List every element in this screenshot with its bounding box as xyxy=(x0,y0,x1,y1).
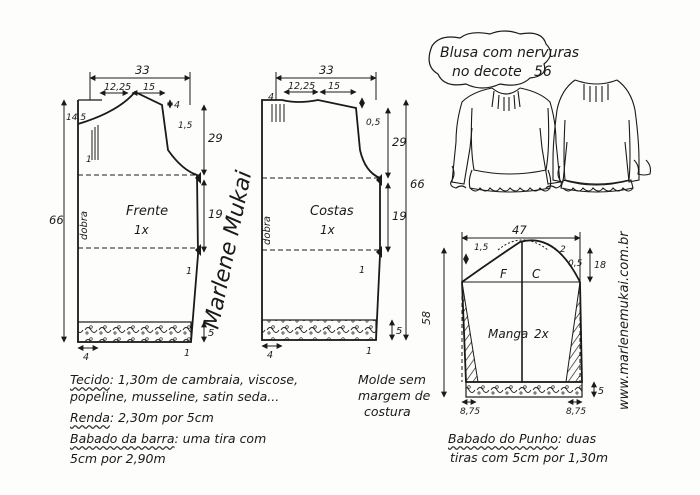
back-armhole-out-label: 0,5 xyxy=(366,118,381,128)
cuff-ruffle-note-line-1: : duas xyxy=(557,431,597,446)
front-lace-band xyxy=(77,321,192,343)
back-width-label: 33 xyxy=(319,63,334,77)
front-hem-left-label: 4 xyxy=(83,352,89,363)
front-width-label: 33 xyxy=(135,63,150,77)
sleeve-back-label: C xyxy=(532,267,541,281)
sleeve-front-label: F xyxy=(500,267,508,281)
front-fold-label: dobra xyxy=(79,211,90,240)
front-hem-mark-label: 1 xyxy=(186,266,192,277)
front-armhole-depth-label: 29 xyxy=(208,131,223,145)
sleeve-cuff-left-label: 8,75 xyxy=(460,407,480,417)
front-piece-count: 1x xyxy=(134,223,150,237)
fabric-note: Tecido: 1,30m de cambraia, viscose, xyxy=(70,372,298,387)
front-armhole-out-label: 1,5 xyxy=(178,121,193,131)
back-pattern-piece xyxy=(261,99,382,341)
back-piece-name: Costas xyxy=(310,204,354,219)
back-hem-left-label: 4 xyxy=(267,350,273,361)
sleeve-pattern-piece xyxy=(461,239,583,398)
front-piece-name: Frente xyxy=(126,204,168,219)
sleeve-cap-right-label: 2 xyxy=(560,245,566,255)
signature: Marlene Mukai xyxy=(199,169,257,332)
back-armhole-depth-label: 29 xyxy=(392,135,407,149)
back-top-drop-label: 4 xyxy=(268,92,274,103)
sleeve-cap-left-label: 1,5 xyxy=(474,243,489,253)
fabric-note-line-1: : 1,30m de cambraia, viscose, xyxy=(109,372,299,387)
cuff-ruffle-note-label: Babado do Punho xyxy=(448,431,558,446)
sleeve-length-label: 58 xyxy=(420,311,433,325)
sleeve-cap-mark-label: 0,5 xyxy=(568,259,583,269)
title-number: 56 xyxy=(534,64,552,80)
back-hem-mark-label: 1 xyxy=(359,265,365,276)
mold-note-line-1: Molde sem xyxy=(358,372,426,387)
front-outline xyxy=(77,90,199,343)
title-line-2: no decote xyxy=(452,64,522,80)
back-hem-right-label: 1 xyxy=(366,346,372,357)
hem-ruffle-note-line-2: 5cm por 2,90m xyxy=(70,451,166,466)
lace-note-label: Renda xyxy=(70,410,110,425)
front-neck-width-label: 12,25 xyxy=(104,82,131,93)
mold-note-line-3: costura xyxy=(364,404,411,419)
sleeve-width-label: 47 xyxy=(512,223,527,237)
back-fold-label: dobra xyxy=(262,216,273,245)
back-lace-band xyxy=(261,319,377,341)
lace-note: Renda: 2,30m por 5cm xyxy=(70,410,214,425)
front-length-label: 66 xyxy=(49,213,64,227)
hem-ruffle-note-line-1: : uma tira com xyxy=(174,431,267,446)
back-shoulder-width-label: 15 xyxy=(328,81,340,92)
front-hem-band-label: 5 xyxy=(208,328,214,339)
back-length-label: 66 xyxy=(410,177,425,191)
front-pattern-piece xyxy=(77,90,201,343)
back-neck-width-label: 12,25 xyxy=(288,81,315,92)
hem-ruffle-note: Babado da barra: uma tira com xyxy=(70,431,266,446)
cuff-ruffle-note: Babado do Punho: duas xyxy=(448,431,596,446)
mold-note-line-2: margem de xyxy=(358,388,431,403)
sleeve-piece-name: Manga xyxy=(488,327,528,341)
hem-ruffle-note-label: Babado da barra xyxy=(70,431,175,446)
sleeve-cap-height-label: 18 xyxy=(594,260,606,271)
sleeve-piece-count: 2x xyxy=(534,327,550,341)
blouse-illustration xyxy=(450,79,652,193)
sleeve-cuff-right-label: 8,75 xyxy=(566,407,586,417)
fabric-note-label: Tecido xyxy=(70,372,110,387)
back-hem-band-label: 5 xyxy=(396,326,402,337)
front-top-drop-label: 4 xyxy=(174,100,180,111)
front-side-upper-label: 19 xyxy=(208,207,223,221)
sleeve-cuff-band-label: 5 xyxy=(598,386,604,397)
back-side-upper-label: 19 xyxy=(392,209,407,223)
lace-note-text: : 2,30m por 5cm xyxy=(109,410,214,425)
sleeve-right-taper xyxy=(565,281,583,383)
front-shoulder-width-label: 15 xyxy=(143,82,155,93)
front-hem-right-label: 1 xyxy=(184,348,190,359)
cuff-ruffle-note-line-2: tiras com 5cm por 1,30m xyxy=(450,450,609,465)
fabric-note-line-2: popeline, musseline, satin seda... xyxy=(70,389,280,404)
title-line-1: Blusa com nervuras xyxy=(440,45,579,61)
sleeve-lace-band xyxy=(465,381,583,398)
website-label: www.marlenemukai.com.br xyxy=(617,230,632,410)
title-cloud: Blusa com nervuras no decote 56 xyxy=(428,30,579,89)
front-neck-depth-label: 14,5 xyxy=(66,113,86,123)
sleeve-left-taper xyxy=(461,281,479,383)
back-outline xyxy=(261,99,381,341)
front-small-mark-label: 1 xyxy=(86,155,92,165)
back-piece-count: 1x xyxy=(320,223,336,237)
